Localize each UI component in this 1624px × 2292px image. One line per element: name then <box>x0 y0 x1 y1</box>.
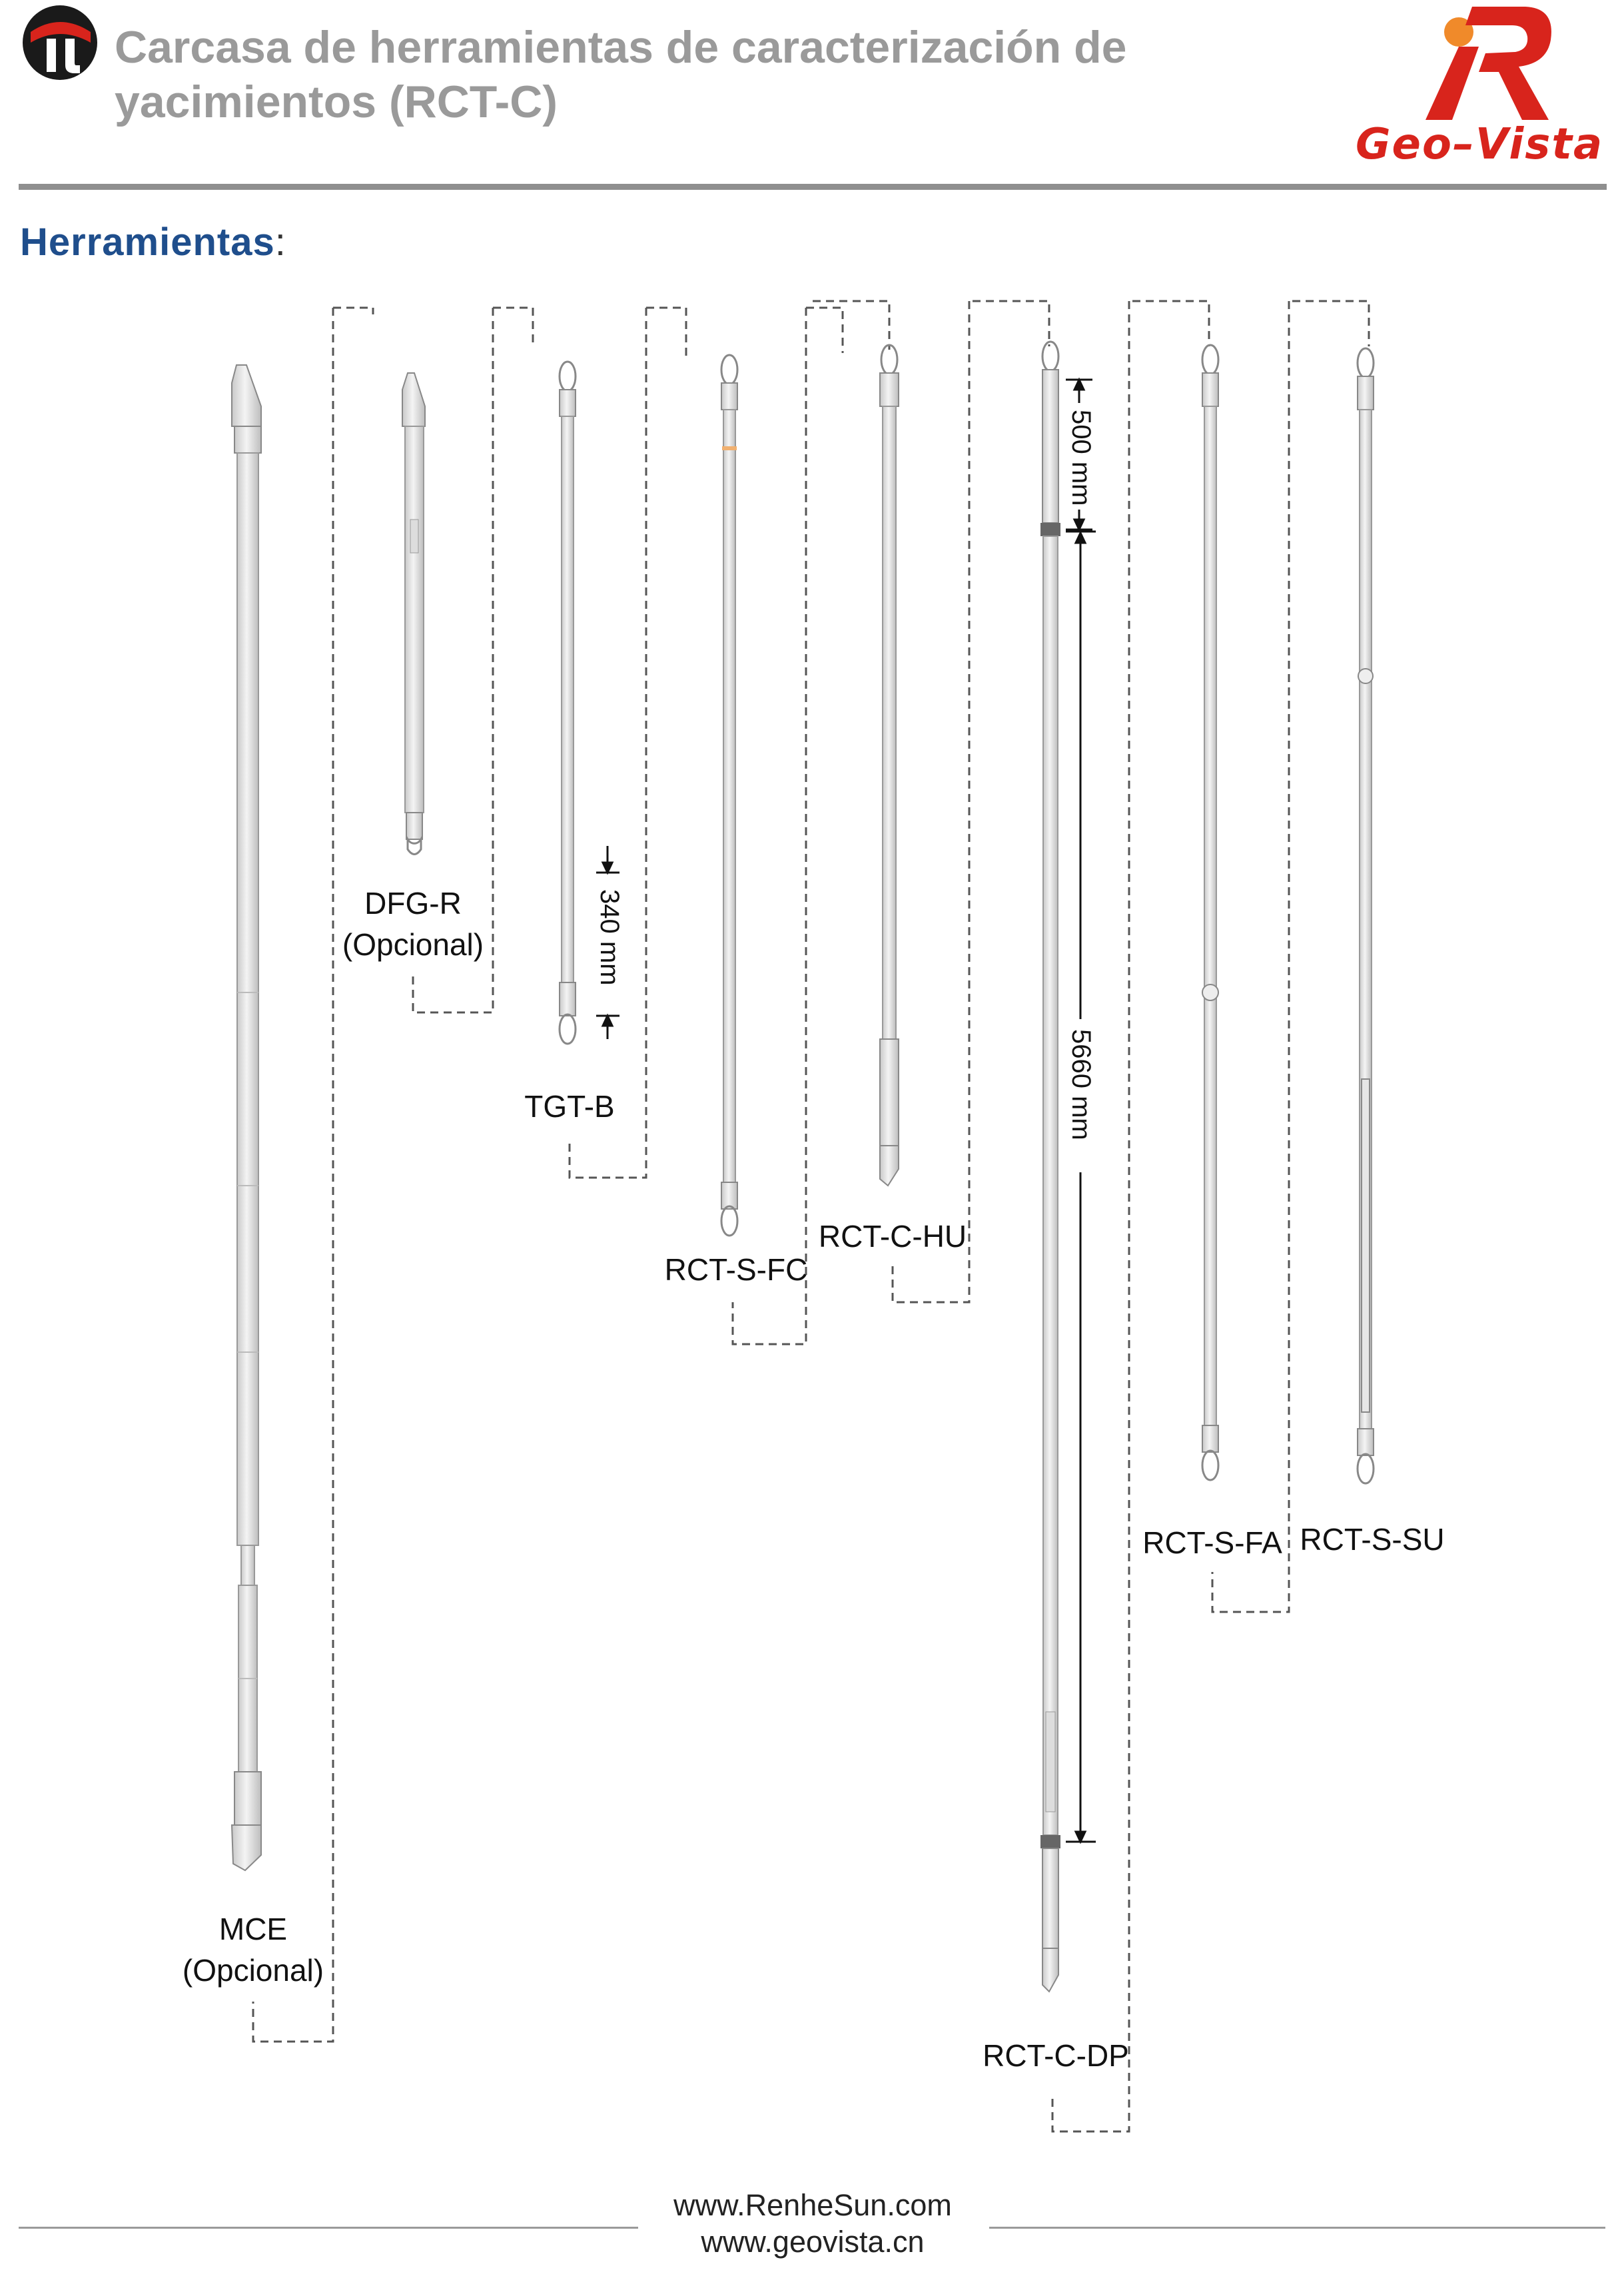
tool-label-tgt-b: TGT-B <box>524 1089 615 1124</box>
bracket-rct-c-hu <box>813 300 971 1304</box>
tool-label-dfg-r-note: (Opcional) <box>342 927 484 962</box>
bracket-rct-c-dp <box>973 300 1130 2133</box>
bracket-dfg-r <box>412 306 534 1014</box>
footer-divider-left <box>19 2227 638 2229</box>
tool-label-rct-c-hu: RCT-C-HU <box>818 1219 967 1254</box>
tool-rct-s-fa <box>1201 344 1220 1481</box>
tool-label-mce-note: (Opcional) <box>182 1953 324 1988</box>
geovista-r-logo-icon <box>1425 7 1551 120</box>
tool-rct-c-hu <box>879 344 899 1187</box>
page-title: Carcasa de herramientas de caracterizaci… <box>115 22 1127 127</box>
tool-label-rct-s-su: RCT-S-SU <box>1300 1522 1445 1557</box>
dimension-tgt-b-340: 340 mm <box>595 889 624 986</box>
bracket-rct-s-fa <box>1132 300 1290 1613</box>
tool-mce <box>230 364 262 1872</box>
tool-tgt-b <box>558 360 577 1045</box>
section-title: Herramientas: <box>20 220 286 264</box>
tool-label-rct-c-dp: RCT-C-DP <box>983 2038 1129 2073</box>
tool-rct-s-fc <box>720 354 739 1237</box>
bracket-tgt-b <box>568 306 687 1179</box>
renhesun-logo-icon <box>23 5 97 80</box>
geovista-logo-text: Geo–Vista <box>1356 120 1604 169</box>
section-title-text: Herramientas <box>20 220 275 264</box>
section-title-colon: : <box>274 220 286 264</box>
footer-divider-right <box>989 2227 1605 2229</box>
dimension-rct-c-dp-5660: 5660 mm <box>1066 1029 1096 1140</box>
tool-dfg-r <box>402 372 426 855</box>
dimension-rct-c-dp-500: 500 mm <box>1066 410 1096 506</box>
bracket-mce <box>252 306 374 2043</box>
tool-label-dfg-r: DFG-R (Opcional) <box>333 883 493 965</box>
footer-link-renhesun[interactable]: www.RenheSun.com <box>673 2188 952 2222</box>
tool-rct-s-su <box>1356 347 1375 1485</box>
tool-label-dfg-r-name: DFG-R <box>364 886 462 921</box>
bracket-rct-s-fc <box>731 306 844 1345</box>
tool-label-mce-name: MCE <box>218 1912 288 1946</box>
bracket-rct-s-su <box>1292 300 1370 346</box>
tool-label-rct-s-fc: RCT-S-FC <box>664 1252 808 1287</box>
footer-link-geovista[interactable]: www.geovista.cn <box>701 2225 925 2259</box>
tool-rct-c-dp <box>1040 340 1060 1993</box>
tool-label-mce: MCE (Opcional) <box>173 1908 333 1991</box>
header-divider <box>19 184 1607 190</box>
tool-label-rct-s-fa: RCT-S-FA <box>1142 1525 1282 1560</box>
